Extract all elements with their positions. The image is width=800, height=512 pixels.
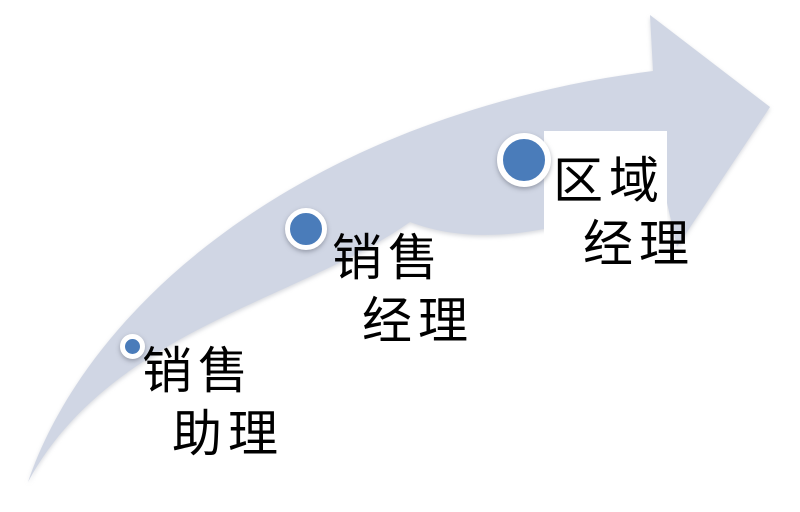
stage-2-label-line2: 经理 [362,293,474,349]
stage-2-label-line1: 销售 [332,230,444,286]
stage-3-label-background [544,131,667,292]
stage-2-label: 销售 经理 [332,227,474,353]
stage-2-marker-circle [285,208,327,250]
stage-3-marker-circle [497,133,551,187]
stage-1-marker-circle [120,334,145,359]
stage-1-label: 销售 助理 [142,340,284,466]
stage-3-label-line2: 经理 [583,216,695,272]
stage-1-label-line1: 销售 [142,343,254,399]
stage-3-label: 区域 经理 [553,150,695,276]
stage-1-label-line2: 助理 [172,406,284,462]
stage-3-label-line1: 区域 [553,153,665,209]
